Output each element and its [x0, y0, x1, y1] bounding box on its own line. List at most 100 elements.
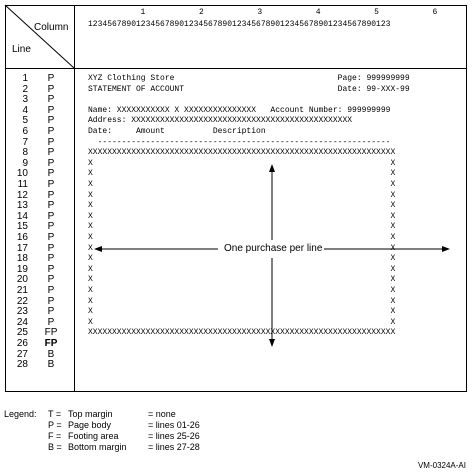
header-divider [5, 68, 467, 69]
line-code: P [47, 126, 55, 137]
line-number: 3 [22, 94, 28, 106]
print-line: ----------------------------------------… [88, 137, 391, 147]
line-number: 22 [16, 295, 28, 307]
print-line: X X [88, 243, 396, 253]
line-number: 20 [16, 274, 28, 286]
line-number: 27 [16, 348, 28, 360]
column-divider [74, 5, 75, 392]
line-code: P [47, 274, 55, 286]
line-number: 21 [16, 285, 28, 296]
print-line: X X [88, 286, 396, 295]
line-code: P [47, 316, 55, 328]
line-number: 2 [22, 83, 28, 95]
column-header: Column [34, 22, 69, 33]
legend-key: B = [48, 442, 62, 452]
line-number: 9 [22, 157, 28, 169]
layout-frame [5, 5, 467, 392]
ruler-units: 1234567890123456789012345678901234567890… [88, 20, 391, 29]
line-number: 4 [22, 104, 28, 116]
ruler-tens-digit: 5 [374, 8, 379, 17]
purchase-annotation: One purchase per line [222, 243, 325, 254]
line-code: P [47, 263, 55, 275]
line-number: 10 [16, 168, 28, 180]
line-code: P [47, 147, 55, 159]
line-code: FP [44, 327, 58, 339]
legend-name: Page body [68, 420, 112, 430]
print-line: Name: XXXXXXXXXXX X XXXXXXXXXXXXXXX Acco… [88, 105, 391, 115]
line-number: 14 [16, 210, 28, 222]
line-code: FP [44, 338, 58, 349]
line-code: P [47, 179, 55, 190]
line-code: P [47, 285, 55, 296]
legend-name: Footing area [68, 431, 119, 441]
line-number: 17 [16, 242, 28, 254]
print-line: X X [88, 264, 396, 274]
legend-name: Top margin [68, 409, 113, 419]
print-line: XYZ Clothing Store Page: 999999999 [88, 74, 410, 83]
line-number: 26 [16, 338, 28, 349]
line-code: P [47, 221, 55, 233]
ruler-tens-digit: 2 [198, 8, 204, 17]
print-line: X X [88, 158, 396, 168]
legend-value: = lines 01-26 [148, 420, 200, 430]
line-number: 28 [16, 359, 28, 371]
legend: Legend: T = Top margin = none P = Page b… [4, 409, 200, 453]
line-number: 6 [22, 126, 28, 137]
line-code: P [47, 115, 55, 127]
purchase-arrows [94, 164, 450, 347]
line-number: 5 [22, 115, 28, 127]
print-line: X X [88, 190, 396, 200]
print-line: X X [88, 307, 396, 317]
print-line: X X [88, 180, 396, 189]
legend-key: F = [48, 431, 62, 441]
arrow-left-head [94, 246, 102, 252]
line-code: P [47, 295, 55, 307]
line-code: P [47, 73, 55, 84]
line-code: P [47, 189, 55, 201]
ruler-tens-digit: 6 [432, 8, 438, 17]
line-code: P [47, 200, 55, 212]
legend-name: Bottom margin [68, 442, 127, 452]
print-line: STATEMENT OF ACCOUNT Date: 99-XXX-99 [88, 84, 410, 94]
legend-label: Legend: [4, 409, 37, 419]
print-line: X X [88, 275, 396, 285]
print-line: XXXXXXXXXXXXXXXXXXXXXXXXXXXXXXXXXXXXXXXX… [88, 328, 396, 338]
line-code: P [47, 94, 55, 106]
print-line: X X [88, 201, 396, 211]
line-code: B [47, 348, 55, 360]
print-line: X X [88, 317, 396, 327]
print-line: Date: Amount Description [88, 127, 266, 136]
ruler-tens-digit: 1 [140, 8, 146, 17]
line-code: P [47, 210, 55, 222]
print-line: X X [88, 211, 396, 221]
arrow-up-head [269, 164, 275, 172]
legend-key: P = [48, 420, 62, 430]
figure-id: VM-0324A-AI [417, 461, 466, 470]
line-number: 25 [16, 327, 28, 339]
line-number: 13 [16, 200, 28, 212]
line-code: P [47, 104, 55, 116]
print-line: X X [88, 169, 396, 179]
line-code: P [47, 157, 55, 169]
legend-value: = none [148, 409, 176, 419]
line-number: 7 [22, 136, 28, 148]
arrow-right-head [442, 246, 450, 252]
ruler-tens-digit: 3 [257, 8, 263, 17]
line-header: Line [12, 44, 31, 55]
line-code: P [47, 253, 55, 265]
print-line: X X [88, 254, 396, 264]
line-number: 24 [16, 316, 28, 328]
line-code: P [47, 168, 55, 180]
line-number: 23 [16, 306, 28, 318]
line-number: 15 [16, 221, 28, 233]
print-line: X X [88, 233, 396, 242]
line-number: 16 [16, 232, 28, 243]
line-code: P [47, 232, 55, 243]
line-number: 8 [22, 147, 28, 159]
legend-key: T = [48, 409, 62, 419]
line-number: 12 [16, 189, 28, 201]
line-number: 18 [16, 253, 28, 265]
legend-value: = lines 27-28 [148, 442, 200, 452]
line-number: 11 [17, 179, 28, 190]
